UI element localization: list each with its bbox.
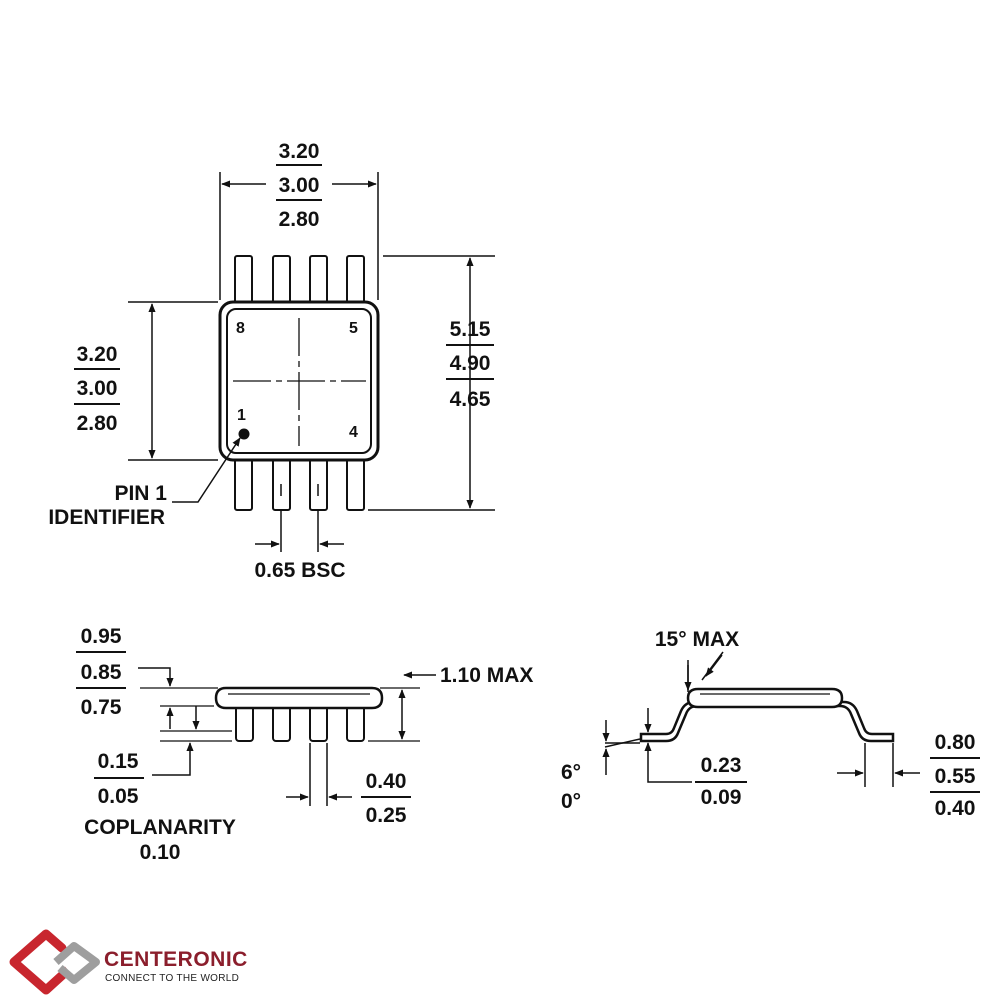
body-height-min: 0.75	[81, 696, 122, 719]
coplanarity-label: COPLANARITY	[84, 816, 236, 839]
pin1-identifier-label-2: IDENTIFIER	[48, 506, 165, 529]
pin-pitch-label: 0.65 BSC	[254, 559, 345, 582]
foot-angle-min: 0°	[561, 790, 581, 813]
pin1-identifier-dot	[238, 428, 250, 440]
body-width-nom: 3.00	[279, 174, 320, 197]
lead-width-max: 0.40	[366, 770, 407, 793]
top-pins	[234, 255, 365, 311]
seated-height-label: 1.10 MAX	[440, 664, 533, 687]
centeronic-logo: CENTERONIC CONNECT TO THE WORLD	[9, 929, 248, 995]
logo-tagline: CONNECT TO THE WORLD	[105, 973, 239, 984]
side-body	[214, 686, 384, 710]
side-lead-2	[272, 705, 291, 742]
foot-length-min: 0.40	[935, 797, 976, 820]
foot-length-nom: 0.55	[935, 765, 976, 788]
package-body-inner	[226, 308, 372, 454]
pin-4	[346, 455, 365, 511]
pin-3	[309, 455, 328, 511]
pin-number-5: 5	[349, 320, 358, 337]
end-body	[686, 687, 844, 709]
body-height-max: 0.95	[81, 625, 122, 648]
pin-number-4: 4	[349, 424, 358, 441]
side-lead-4	[346, 705, 365, 742]
body-length-nom: 3.00	[77, 377, 118, 400]
side-lead-1	[235, 705, 254, 742]
logo-name: CENTERONIC	[104, 948, 248, 971]
centeronic-logo-mark-icon	[9, 929, 100, 995]
body-width-max: 3.20	[279, 140, 320, 163]
pin-number-1: 1	[237, 407, 246, 424]
pin-2	[272, 455, 291, 511]
overall-width-max: 5.15	[450, 318, 491, 341]
mold-angle-label: 15° MAX	[655, 628, 739, 651]
coplanarity-value: 0.10	[140, 841, 181, 864]
standoff-max: 0.15	[98, 750, 139, 773]
body-width-min: 2.80	[279, 208, 320, 231]
lead-width-min: 0.25	[366, 804, 407, 827]
standoff-min: 0.05	[98, 785, 139, 808]
side-view: 0.95 0.85 0.75 0.15 0.05 COPLANARITY 0.1…	[76, 625, 533, 864]
body-length-max: 3.20	[77, 343, 118, 366]
body-height-nom: 0.85	[81, 661, 122, 684]
foot-length-max: 0.80	[935, 731, 976, 754]
body-length-min: 2.80	[77, 412, 118, 435]
pin-number-8: 8	[236, 320, 245, 337]
foot-angle-max: 6°	[561, 761, 581, 784]
bottom-pins	[234, 455, 365, 511]
lead-thickness-min: 0.09	[701, 786, 742, 809]
lead-thickness-max: 0.23	[701, 754, 742, 777]
overall-width-min: 4.65	[450, 388, 491, 411]
end-lead	[639, 700, 895, 743]
side-lead-3	[309, 705, 328, 742]
pin-1	[234, 455, 253, 511]
top-view: 8 5 1 4 3.20 3.00 2.80 3.20 3.00 2.80 5.…	[48, 140, 495, 582]
overall-width-nom: 4.90	[450, 352, 491, 375]
pin1-identifier-label-1: PIN 1	[114, 482, 167, 505]
end-view: 15° MAX 6° 0° 0.23 0.09 0.80 0.55 0.40	[561, 628, 980, 820]
